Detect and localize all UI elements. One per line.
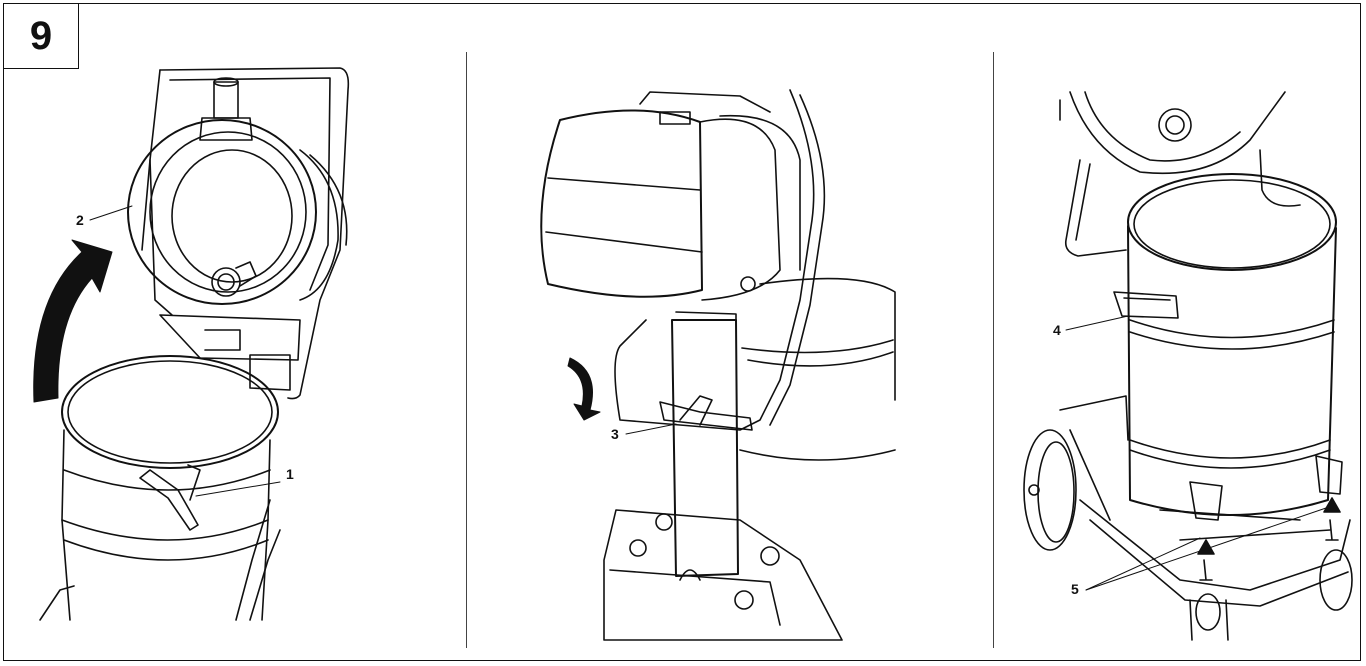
panel-2-illustration: [540, 89, 896, 641]
panel-1-illustration: [33, 67, 350, 621]
center-column: [659, 311, 753, 577]
panel-3-illustration: [1023, 91, 1353, 641]
cart-handle: [1064, 159, 1127, 257]
callout-4: 4: [1053, 322, 1061, 338]
cart-frame: [1023, 395, 1353, 641]
motor-head: [540, 91, 801, 301]
base-plate: [603, 509, 843, 641]
callout-5: 5: [1071, 581, 1079, 597]
step-number: 9: [29, 14, 53, 58]
motor-lid: [127, 77, 348, 305]
collection-container: [39, 355, 281, 621]
drum-container: [1113, 173, 1343, 521]
figure-frame: [3, 3, 1361, 661]
drum-side: [739, 277, 896, 461]
callout-1: 1: [286, 466, 294, 482]
callout-2: 2: [76, 212, 84, 228]
handle-bar: [614, 89, 815, 431]
panel-divider-2: [993, 52, 994, 648]
step-number-box: 9: [3, 3, 79, 69]
rotate-up-arrow: [33, 239, 113, 403]
panel-divider-1: [466, 52, 467, 648]
callout-3: 3: [611, 426, 619, 442]
rotate-down-arrow: [567, 357, 601, 421]
callout-leaders: [89, 205, 1327, 591]
lid-top: [1059, 91, 1286, 175]
